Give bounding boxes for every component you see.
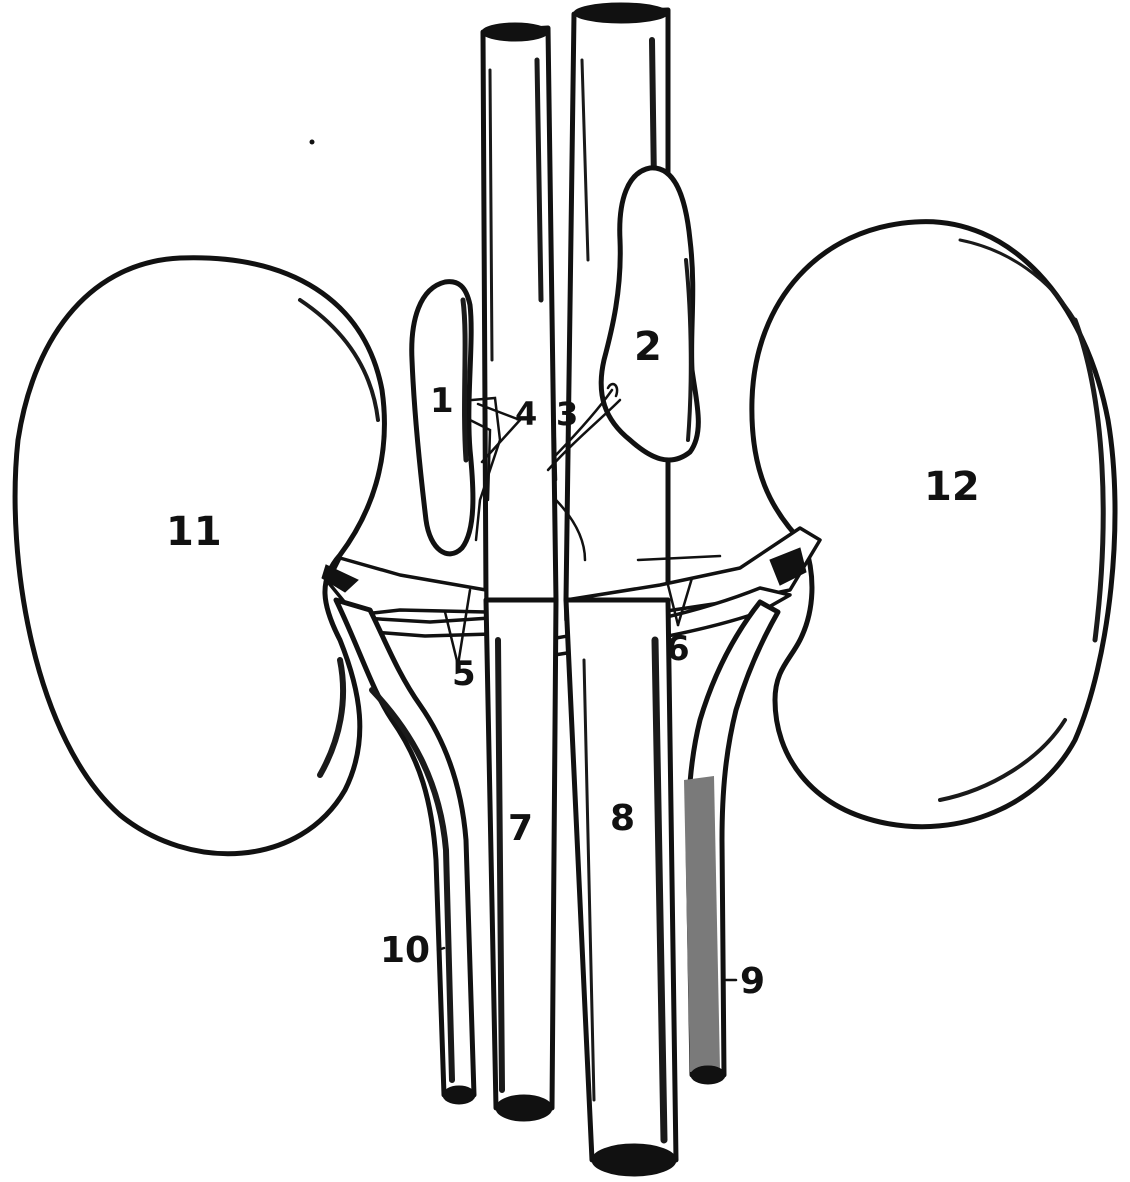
label-5: 5	[452, 654, 476, 694]
label-3: 3	[556, 395, 578, 433]
label-4: 4	[515, 395, 537, 433]
aorta-lower	[486, 600, 556, 1121]
ureter-highlight	[684, 776, 720, 1072]
aorta-upper	[482, 23, 556, 600]
label-10: 10	[380, 930, 430, 971]
left-kidney	[15, 258, 384, 854]
vena-cava-lower	[566, 600, 676, 1176]
label-2: 2	[634, 324, 662, 370]
right-ureter	[684, 602, 778, 1084]
label-7: 7	[508, 808, 533, 849]
label-6: 6	[666, 629, 690, 669]
label-8: 8	[610, 798, 635, 839]
ink-speck	[310, 140, 315, 145]
label-9: 9	[740, 961, 765, 1002]
right-kidney	[752, 222, 1115, 827]
label-11: 11	[166, 509, 222, 555]
label-12: 12	[924, 464, 980, 510]
label-1: 1	[430, 381, 454, 421]
